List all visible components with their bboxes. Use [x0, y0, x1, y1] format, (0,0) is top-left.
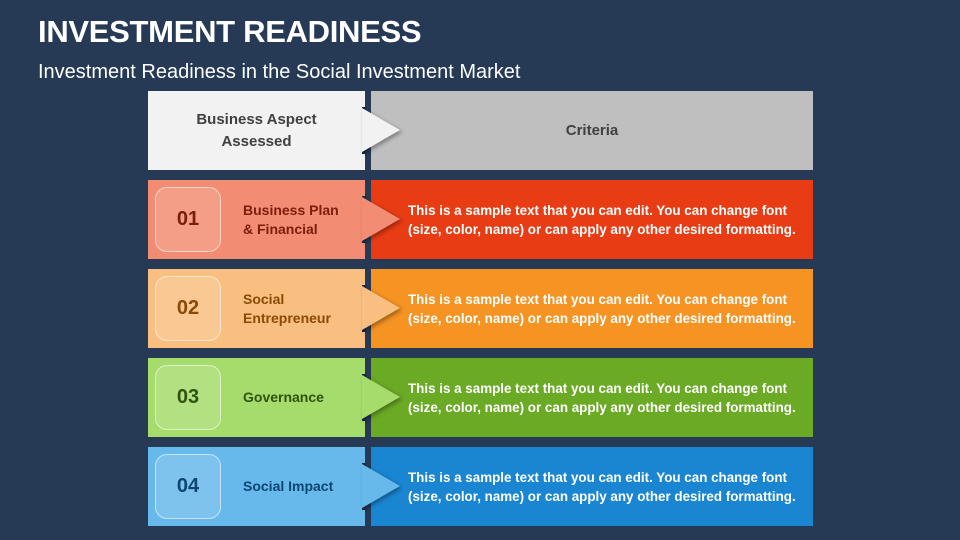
criteria-cell: This is a sample text that you can edit.… — [371, 180, 813, 259]
header-aspect-cell: Business Aspect Assessed — [148, 91, 365, 170]
header-row: Business Aspect Assessed Criteria — [148, 91, 813, 170]
aspect-label: Governance — [243, 389, 324, 405]
aspect-label: Social Entrepreneur — [243, 290, 331, 326]
row-number: 01 — [155, 187, 221, 252]
aspect-cell: 01 Business Plan & Financial — [148, 180, 365, 259]
arrow-right-icon — [362, 197, 400, 241]
arrow-right-icon — [362, 375, 400, 419]
aspect-label: Social Impact — [243, 478, 334, 494]
row-number: 04 — [155, 454, 221, 519]
criteria-cell: This is a sample text that you can edit.… — [371, 358, 813, 437]
table-row: 01 Business Plan & Financial This is a s… — [148, 180, 813, 259]
criteria-text: This is a sample text that you can edit.… — [408, 202, 796, 237]
header-criteria-label: Criteria — [565, 122, 619, 139]
criteria-text: This is a sample text that you can edit.… — [408, 380, 796, 415]
row-number: 02 — [155, 276, 221, 341]
criteria-text: This is a sample text that you can edit.… — [408, 291, 796, 326]
arrow-right-icon — [362, 286, 400, 330]
table-row: 04 Social Impact This is a sample text t… — [148, 447, 813, 526]
criteria-cell: This is a sample text that you can edit.… — [371, 447, 813, 526]
arrow-right-icon — [362, 108, 400, 152]
aspect-label: Business Plan & Financial — [243, 201, 339, 237]
aspect-cell: 04 Social Impact — [148, 447, 365, 526]
slide-title: INVESTMENT READINESS — [38, 14, 422, 49]
arrow-right-icon — [362, 464, 400, 508]
criteria-text: This is a sample text that you can edit.… — [408, 469, 796, 504]
table-row: 03 Governance This is a sample text that… — [148, 358, 813, 437]
header-criteria-cell: Criteria — [371, 91, 813, 170]
slide-subtitle: Investment Readiness in the Social Inves… — [38, 61, 521, 83]
aspect-cell: 03 Governance — [148, 358, 365, 437]
table-row: 02 Social Entrepreneur This is a sample … — [148, 269, 813, 348]
aspect-cell: 02 Social Entrepreneur — [148, 269, 365, 348]
criteria-cell: This is a sample text that you can edit.… — [371, 269, 813, 348]
row-number: 03 — [155, 365, 221, 430]
header-aspect-label: Business Aspect Assessed — [196, 110, 317, 150]
